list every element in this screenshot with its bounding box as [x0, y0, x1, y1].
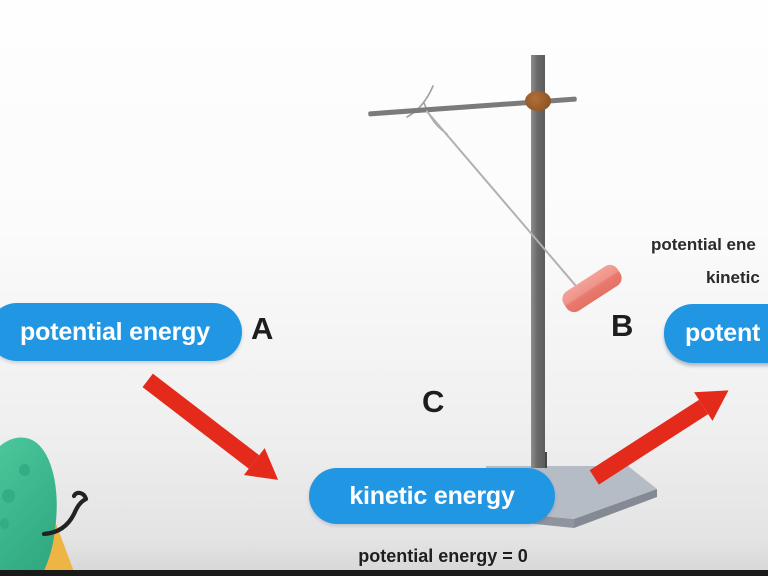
point-marker-c: C — [422, 384, 445, 419]
arrow-shaft — [142, 373, 260, 469]
kinetic-energy-pill: kinetic energy — [309, 468, 555, 524]
potential-energy-zero-equation: potential energy = 0 — [358, 546, 528, 566]
arrow-down-right-icon — [138, 367, 289, 494]
bottom-letterbox-bar — [0, 570, 768, 576]
base-plate-front-right — [574, 489, 657, 528]
mascot-spot — [19, 464, 30, 476]
point-marker-a: A — [251, 311, 274, 346]
point-marker-b: B — [611, 308, 634, 343]
pendulum-string — [425, 110, 577, 287]
stand-pole — [531, 55, 545, 468]
annotation-potential-energy: potential ene — [651, 235, 756, 254]
clamp-knob — [525, 91, 551, 111]
potential-energy-pill-left: potential energy — [0, 303, 242, 361]
arrow-shaft — [589, 399, 708, 485]
mascot-spot — [2, 489, 15, 503]
potential-energy-pill-right: potent — [664, 304, 768, 363]
mascot-arm-icon — [41, 490, 89, 537]
annotation-kinetic-energy: kinetic — [706, 268, 760, 287]
arrow-up-right-icon — [585, 376, 738, 491]
mascot-spot — [0, 518, 9, 529]
